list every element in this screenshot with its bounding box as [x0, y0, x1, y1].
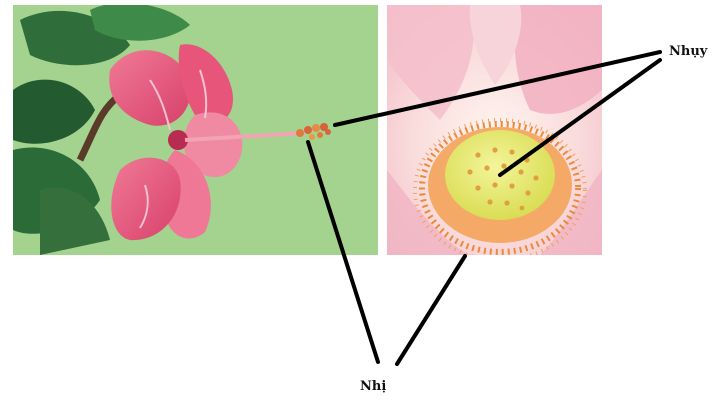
- lotus-photo: [387, 5, 602, 260]
- hibiscus-photo: [13, 3, 378, 255]
- pointer-stamen-lotus: [397, 256, 465, 364]
- pistil-label: Nhụy: [669, 44, 707, 59]
- lotus-petal-right: [515, 5, 602, 114]
- stamen-label: Nhị: [360, 379, 386, 394]
